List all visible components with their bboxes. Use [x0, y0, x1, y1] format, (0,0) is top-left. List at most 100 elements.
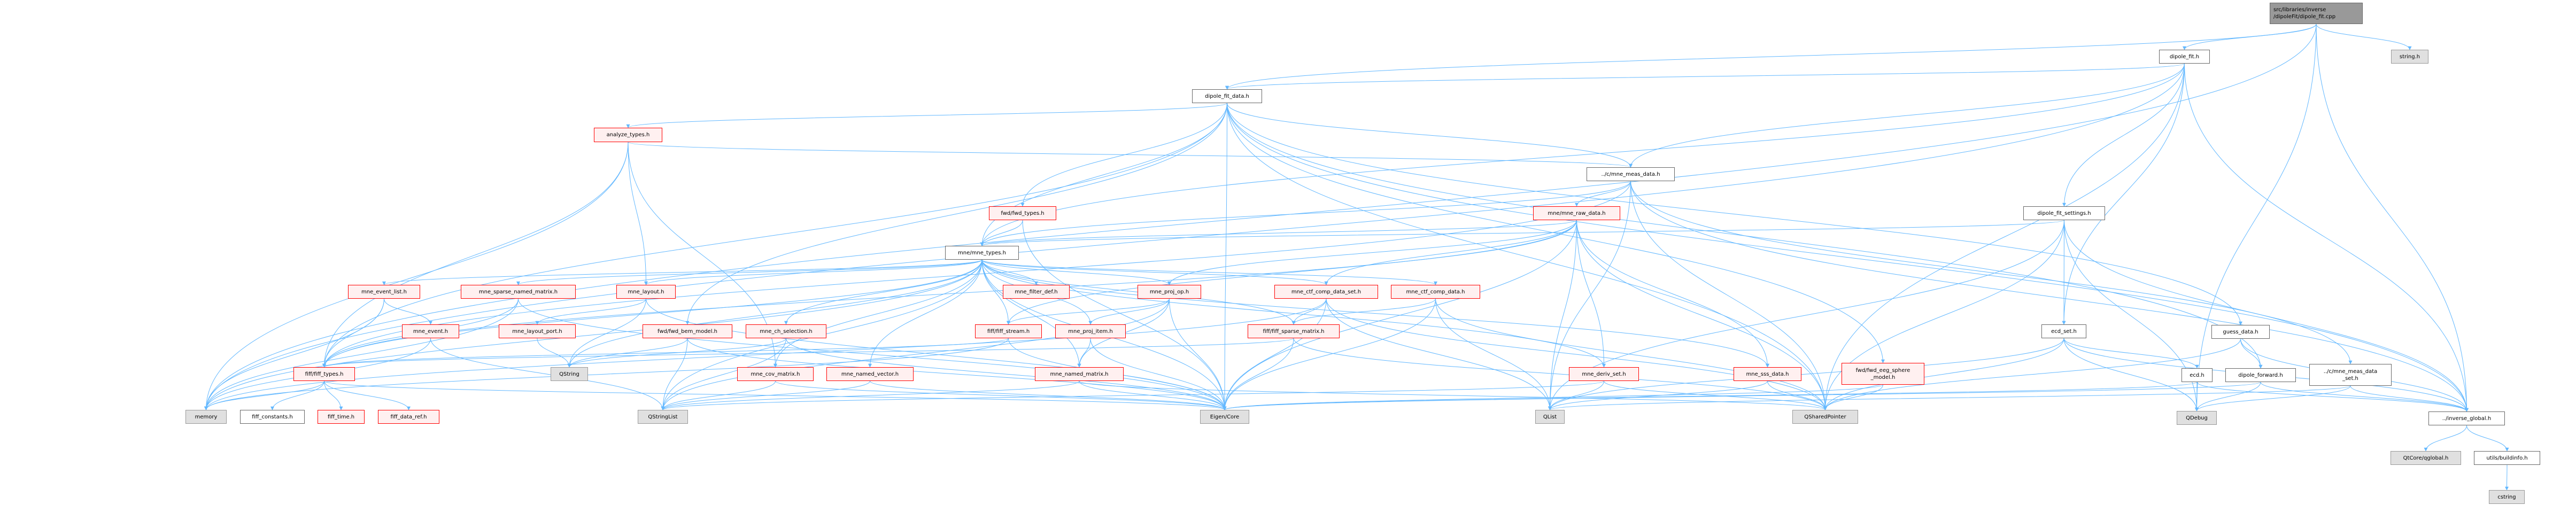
node-mne-types[interactable]: mne/mne_types.h: [945, 246, 1019, 260]
edge-mne_meas_data-to-mne_meas_data_set: [1630, 181, 2353, 364]
node-mne-layout[interactable]: mne_layout.h: [616, 285, 676, 299]
edge-mne_deriv_set-to-QSharedPointer: [1604, 380, 1827, 410]
edge-dipole_fit_settings-to-QSharedPointer: [1823, 220, 2064, 410]
node-dipole-fit-settings[interactable]: dipole_fit_settings.h: [2023, 206, 2105, 220]
node-string-h[interactable]: string.h: [2391, 50, 2428, 64]
edge-inverse_global-to-qglobal: [2424, 425, 2467, 452]
node-fiff-time[interactable]: fiff_time.h: [318, 410, 365, 424]
node-qlist[interactable]: QList: [1535, 410, 1565, 424]
node-fwd-bem-model[interactable]: fwd/fwd_bem_model.h: [643, 324, 732, 338]
edge-mne_named_vector-to-Eigen_Core: [870, 380, 1227, 410]
edge-fwd_bem_model-to-QStringList: [661, 338, 688, 410]
node-qstring[interactable]: QString: [551, 367, 588, 381]
node-mne-ctf-comp-data[interactable]: mne_ctf_comp_data.h: [1391, 285, 1480, 299]
node-mne-ctf-comp-data-set[interactable]: mne_ctf_comp_data_set.h: [1274, 285, 1378, 299]
edge-analyze_types-to-memory: [204, 142, 629, 410]
edge-fiff_sparse_matrix-to-Eigen_Core: [1223, 338, 1294, 410]
edge-mne_ctf_comp_data-to-QSharedPointer: [1435, 298, 1827, 410]
edge-mne_types-to-mne_layout: [644, 259, 983, 285]
node-fiff-data-ref[interactable]: fiff_data_ref.h: [378, 410, 439, 424]
node-qstringlist[interactable]: QStringList: [638, 410, 688, 424]
node-mne-ch-selection[interactable]: mne_ch_selection.h: [746, 324, 826, 338]
edge-mne_raw_data-to-QSharedPointer: [1576, 220, 1827, 410]
edge-mne_ctf_comp_data_set-to-memory: [204, 298, 1327, 410]
node-root[interactable]: src/libraries/inverse /dipoleFit/dipole_…: [2270, 3, 2363, 24]
edge-mne_types-to-mne_ctf_comp_data_set: [981, 259, 1328, 285]
node-dipole-fit-data[interactable]: dipole_fit_data.h: [1192, 89, 1262, 103]
edge-mne_raw_data-to-mne_types: [980, 220, 1577, 246]
edge-dipole_fit_settings-to-mne_types: [980, 220, 2064, 246]
node-mne-proj-op[interactable]: mne_proj_op.h: [1138, 285, 1201, 299]
edge-mne_types-to-mne_event_list: [382, 259, 983, 285]
node-inverse-global[interactable]: ../inverse_global.h: [2428, 411, 2505, 425]
edge-mne_types-to-mne_deriv_set: [981, 259, 1606, 368]
node-mne-meas-data[interactable]: ../c/mne_meas_data.h: [1587, 167, 1675, 181]
node-memory[interactable]: memory: [185, 410, 227, 424]
edge-dipole_fit_settings-to-inverse_global: [2064, 220, 2469, 412]
node-mne-cov-matrix[interactable]: mne_cov_matrix.h: [737, 367, 814, 381]
edge-mne_meas_data-to-QSharedPointer: [1630, 181, 1827, 410]
node-fiff-stream[interactable]: fiff/fiff_stream.h: [975, 324, 1042, 338]
node-qsharedpointer[interactable]: QSharedPointer: [1792, 410, 1858, 424]
edge-mne_meas_data-to-inverse_global: [1630, 181, 2469, 412]
edge-ecd_set-to-QSharedPointer: [1823, 338, 2064, 410]
node-fiff-sparse-matrix[interactable]: fiff/fiff_sparse_matrix.h: [1248, 324, 1340, 338]
node-fwd-types[interactable]: fwd/fwd_types.h: [989, 206, 1056, 220]
edge-fwd_types-to-mne_types: [980, 220, 1023, 246]
node-eigen-core[interactable]: Eigen/Core: [1200, 410, 1249, 424]
edge-mne_proj_op-to-QStringList: [661, 298, 1170, 410]
node-mne-filter-def[interactable]: mne_filter_def.h: [1003, 285, 1070, 299]
node-cstring[interactable]: cstring: [2489, 490, 2525, 504]
edge-mne_meas_data_set-to-QList: [1548, 385, 2351, 410]
node-fiff-constants[interactable]: fiff_constants.h: [240, 410, 305, 424]
edge-fwd_types-to-Eigen_Core: [1022, 220, 1227, 410]
node-mne-event[interactable]: mne_event.h: [402, 324, 459, 338]
edge-dipole_fit_data-to-QSharedPointer: [1227, 103, 1827, 410]
node-mne-deriv-set[interactable]: mne_deriv_set.h: [1569, 367, 1639, 381]
node-guess-data[interactable]: guess_data.h: [2211, 325, 2270, 339]
edge-mne_types-to-mne_sss_data: [981, 259, 1769, 368]
node-dipole-fit-h[interactable]: dipole_fit.h: [2159, 50, 2210, 64]
node-mne-named-matrix[interactable]: mne_named_matrix.h: [1035, 367, 1124, 381]
edge-mne_meas_data-to-mne_raw_data: [1575, 181, 1631, 207]
edge-mne_layout-to-mne_layout_port: [535, 298, 646, 325]
edge-fwd_bem_model-to-QString: [567, 338, 688, 368]
node-mne-event-list[interactable]: mne_event_list.h: [348, 285, 420, 299]
node-mne-proj-item[interactable]: mne_proj_item.h: [1055, 324, 1126, 338]
edge-guess_data-to-dipole_forward: [2240, 338, 2263, 369]
edge-mne_named_matrix-to-QSharedPointer: [1079, 380, 1827, 410]
edge-mne_raw_data-to-mne_sss_data: [1576, 220, 1769, 368]
edge-analyze_types-to-mne_layout: [628, 142, 648, 285]
node-dipole-forward[interactable]: dipole_forward.h: [2225, 368, 2296, 382]
edge-ecd-to-inverse_global: [2196, 382, 2469, 412]
node-mne-meas-data-set[interactable]: ../c/mne_meas_data _set.h: [2309, 364, 2392, 386]
edge-mne_ctf_comp_data-to-fiff_sparse_matrix: [1291, 298, 1436, 325]
node-ecd-set[interactable]: ecd_set.h: [2041, 324, 2086, 338]
node-fiff-types[interactable]: fiff/fiff_types.h: [293, 367, 355, 381]
node-mne-layout-port[interactable]: mne_layout_port.h: [499, 324, 576, 338]
edge-dipole_fit_h-to-dipole_fit_settings: [2062, 63, 2185, 207]
node-mne-sparse-named-matrix[interactable]: mne_sparse_named_matrix.h: [461, 285, 576, 299]
node-mne-sss-data[interactable]: mne_sss_data.h: [1734, 367, 1801, 381]
edge-mne_sparse_named_matrix-to-Eigen_Core: [518, 298, 1227, 410]
node-mne-raw-data[interactable]: mne/mne_raw_data.h: [1533, 206, 1620, 220]
edge-mne_raw_data-to-mne_ctf_comp_data_set: [1324, 220, 1577, 285]
edge-fiff_stream-to-memory: [204, 338, 1009, 410]
node-buildinfo[interactable]: utils/buildinfo.h: [2474, 451, 2540, 465]
node-qglobal[interactable]: QtCore/qglobal.h: [2391, 451, 2461, 465]
edge-dipole_fit_h-to-QSharedPointer: [1823, 63, 2185, 410]
edge-mne_ctf_comp_data-to-QList: [1435, 298, 1552, 410]
node-qdebug[interactable]: QDebug: [2177, 411, 2217, 425]
edge-mne_event-to-QStringList: [430, 338, 665, 410]
edge-mne_raw_data-to-mne_proj_op: [1167, 220, 1577, 285]
node-analyze-types[interactable]: analyze_types.h: [594, 128, 662, 142]
edge-mne_meas_data_set-to-inverse_global: [2350, 385, 2469, 412]
edge-mne_types-to-QString: [567, 259, 983, 368]
edge-mne_meas_data-to-QList: [1548, 181, 1631, 410]
node-fwd-eeg-sphere-model[interactable]: fwd/fwd_eeg_sphere _model.h: [1842, 363, 1924, 385]
edge-ecd_set-to-QList: [1548, 338, 2064, 410]
edge-mne_event_list-to-mne_event: [384, 298, 432, 325]
node-mne-named-vector[interactable]: mne_named_vector.h: [826, 367, 914, 381]
node-ecd[interactable]: ecd.h: [2182, 368, 2213, 382]
edge-dipole_fit_data-to-analyze_types: [626, 103, 1227, 128]
